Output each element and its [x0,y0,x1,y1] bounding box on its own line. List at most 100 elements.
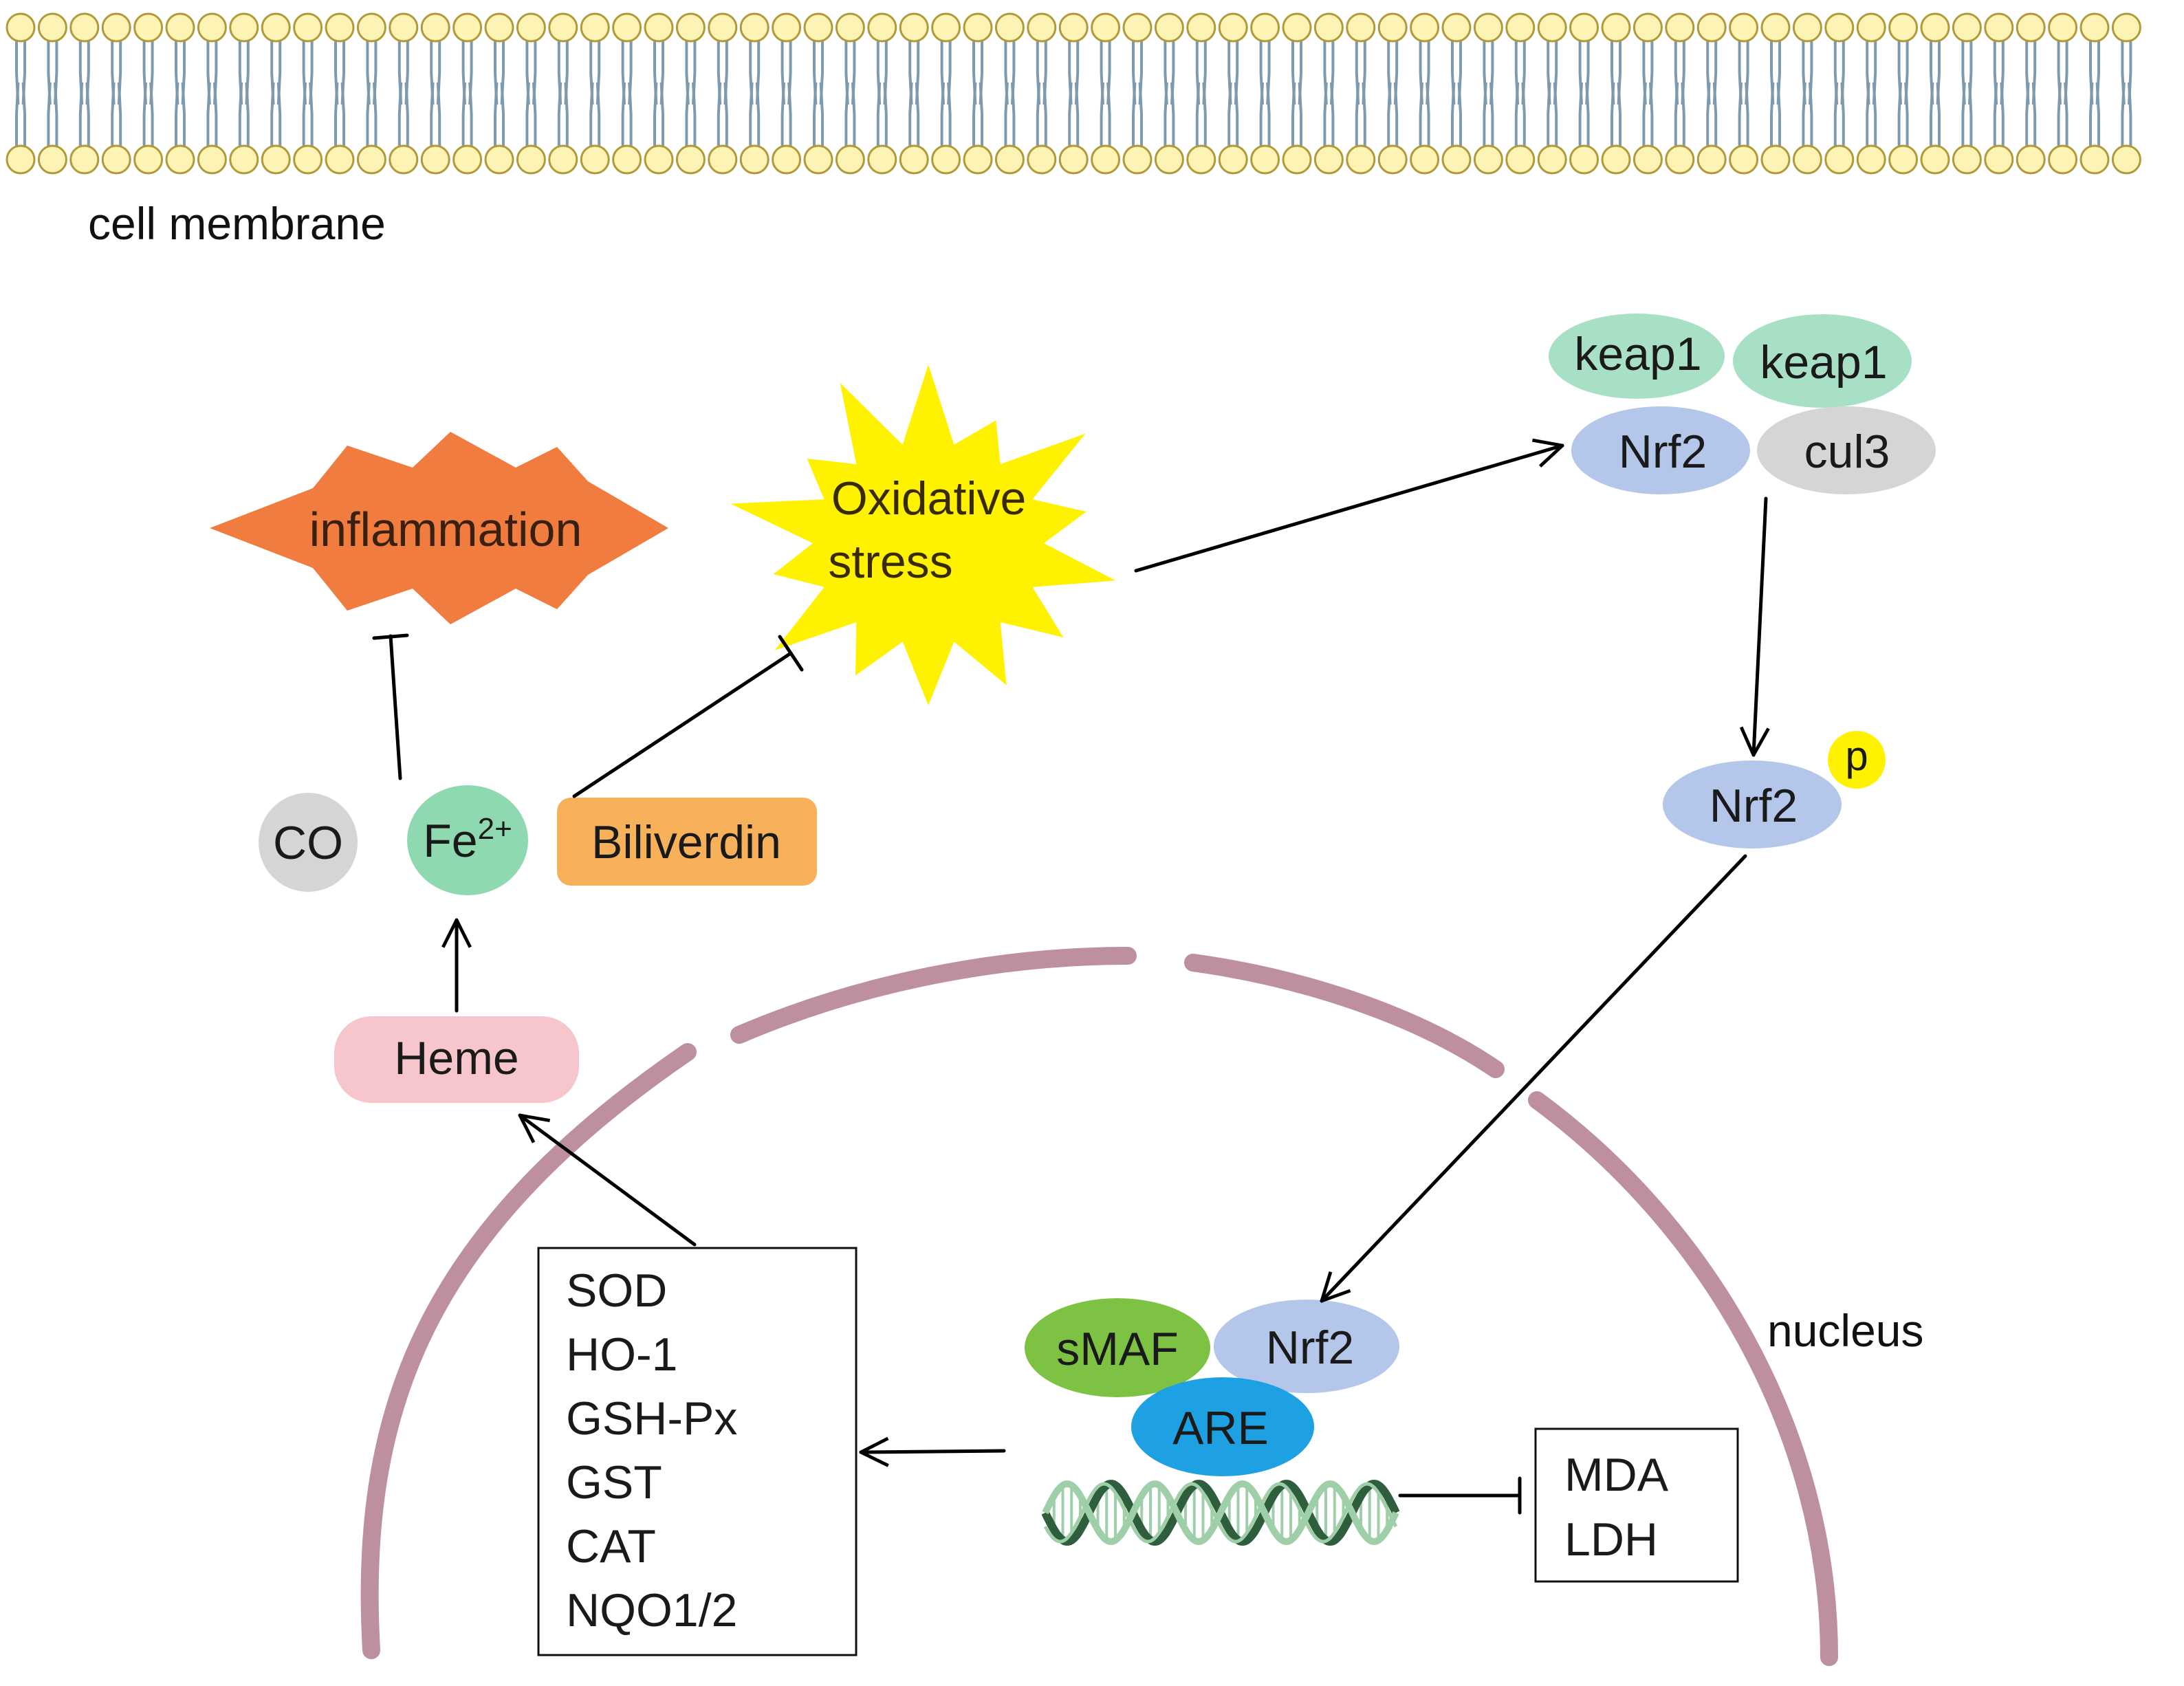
lipid-head [1154,12,1184,43]
lipid-head [516,12,546,43]
lipid-tail [461,82,466,146]
lipid-head [325,12,355,43]
lipid-head [2111,12,2141,43]
enzyme-item: GST [566,1456,662,1509]
enzyme-item: CAT [566,1520,656,1573]
lipid-tail [813,82,818,146]
lipid-head [1984,12,2014,43]
lipid-head [1920,12,1950,43]
lipid-head [2016,144,2046,175]
lipid-tail [334,82,339,146]
arrow-stress-to-complex [1134,446,1562,573]
phospho-badge-shape [1828,731,1886,789]
lipid-head [452,12,483,43]
lipid-head [1760,144,1791,175]
lipid-tail [1164,82,1168,146]
inhibit-inflammation-line [389,634,402,780]
lipid-head [739,144,769,175]
lipid-head [261,12,291,43]
lipid-tail [755,82,761,146]
lipid-tail [1585,82,1590,146]
lipid-head [2079,12,2110,43]
markers-list: MDA LDH [1564,1449,1669,1566]
lipid-head [867,12,897,43]
are-label: ARE [1172,1402,1269,1454]
lipid-tail [149,82,154,146]
lipid-tail [213,82,218,146]
fe-base: Fe [423,815,477,867]
lipid-tail [1483,82,1487,146]
phospho-badge-label: p [1845,733,1868,779]
lipid-tail [2064,82,2068,146]
lipid-tail [1330,82,1335,146]
lipid-head [420,12,450,43]
lipid-head [772,144,802,175]
lipid-tail [373,82,378,146]
lipid-head [1856,12,1886,43]
lipid-head [389,12,419,43]
lipid-tail [309,82,314,146]
lipid-head [37,12,67,43]
lipid-head [867,144,897,175]
dna-strand [1043,1482,1398,1544]
lipid-tail [54,82,58,146]
lipid-tail [1872,82,1877,146]
marker-item: LDH [1564,1513,1658,1566]
lipid-tail [1100,82,1104,146]
cell-membrane-bilayer [6,12,2141,175]
lipid-tail [1521,82,1526,146]
lipid-head [1122,12,1153,43]
lipid-tail [404,82,409,146]
inhibit-inflammation-bar [372,633,409,640]
nrf2-phospho-label: Nrf2 [1710,780,1798,832]
enzyme-item: HO-1 [566,1328,677,1381]
nucleus-label: nucleus [1767,1305,1924,1356]
nucleus-envelope [360,947,1838,1666]
lipid-tail [430,82,435,146]
lipid-head [1569,12,1599,43]
pathway-connectors [372,446,1766,1515]
lipid-tail [1387,82,1392,146]
lipid-tail [494,82,499,146]
lipid-head [1058,12,1089,43]
lipid-head [1856,144,1886,175]
lipid-tail [692,82,697,146]
lipid-tail [876,82,882,146]
lipid-head [197,144,227,175]
lipid-tail [468,82,473,146]
lipid-tail [1802,82,1806,146]
lipid-tail [532,82,537,146]
lipid-tail [1291,82,1296,146]
lipid-head [2111,144,2141,175]
lipid-head [1696,12,1727,43]
lipid-tail [1809,82,1813,146]
lipid-head [1058,144,1089,175]
lipid-tail [2057,82,2062,146]
lipid-tail [972,82,977,146]
lipid-tail [1553,82,1558,146]
heme-label: Heme [394,1032,518,1084]
lipid-head [1537,144,1567,175]
lipid-tail [819,82,824,146]
lipid-tail [238,82,243,146]
lipid-tail [1298,82,1302,146]
lipid-head [1186,144,1216,175]
lipid-tail [245,82,250,146]
lipid-tail [47,82,52,146]
lipid-tail [557,82,563,146]
lipid-head [325,144,355,175]
lipid-tail [111,82,116,146]
lipid-head [1282,144,1312,175]
lipid-tail [175,82,179,146]
smaf-shape [1025,1298,1210,1397]
lipid-tail [1904,82,1909,146]
lipid-head [708,12,738,43]
lipid-tail [1706,82,1711,146]
lipid-tail [1681,82,1685,146]
lipid-head [548,12,578,43]
are-shape [1131,1377,1314,1476]
markers-box [1534,1427,1739,1583]
lipid-head [1665,144,1695,175]
lipid-head [675,12,706,43]
